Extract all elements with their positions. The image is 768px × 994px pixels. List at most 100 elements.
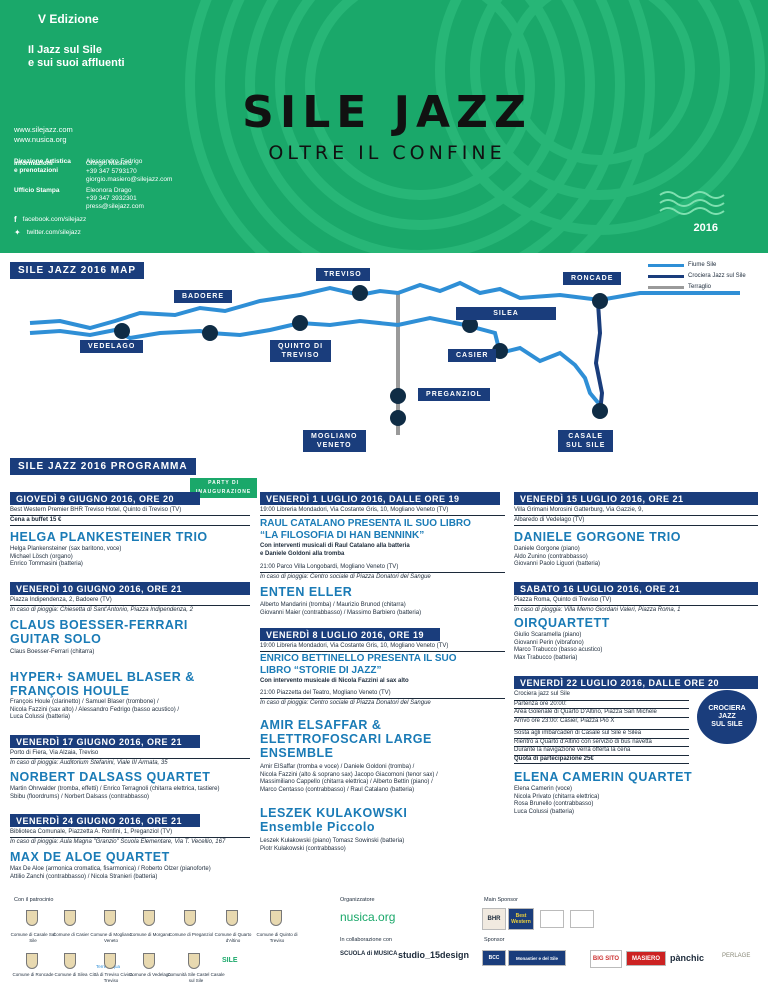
- crest-icon: [184, 910, 196, 926]
- place-casier: CASIER: [448, 349, 497, 362]
- artist: HELGA PLANKESTEINER TRIO: [10, 530, 208, 544]
- venue: 19:00 Libreria Mondadori, Via Costante G…: [260, 643, 449, 649]
- place-treviso: TREVISO: [316, 268, 370, 281]
- lineup: Helga Plankensteiner (sax baritono, voce…: [10, 546, 122, 567]
- artist: MAX DE ALOE QUARTET: [10, 850, 170, 864]
- place-vedelago: VEDELAGO: [80, 340, 144, 353]
- crest-icon: [26, 953, 38, 969]
- sponsor-logo: [570, 910, 594, 928]
- place-silea: SILEA: [456, 307, 556, 320]
- rain-note: In caso di pioggia: Auditorium Stefanini…: [10, 760, 168, 766]
- crest-icon: [143, 910, 155, 926]
- year: 2016: [693, 222, 718, 234]
- date-16-luglio: SABATO 16 LUGLIO 2016, ORE 21: [514, 582, 758, 595]
- date-17-giugno: VENERDÌ 17 GIUGNO 2016, ORE 21: [10, 735, 200, 748]
- venue: Best Western Premier BHR Treviso Hotel, …: [10, 507, 182, 513]
- place-preganziol: PREGANZIOL: [418, 388, 490, 401]
- cruise-info: Crociera jazz sul Sile Partenza ore 20:0…: [514, 691, 689, 764]
- lineup: Martin Ohrwalder (tromba, effetti) / Enr…: [10, 786, 220, 800]
- venue: 21:00 Parco Villa Longobardi, Mogliano V…: [260, 564, 399, 570]
- edition-label: V Edizione: [38, 12, 99, 26]
- venue: Piazza Indipendenza, 2, Badoere (TV): [10, 597, 112, 603]
- artist: ENTEN ELLER: [260, 585, 353, 599]
- rain-note: In caso di pioggia: Villa Memo Giordani …: [514, 607, 681, 613]
- twitter-link[interactable]: ✦twitter.com/silejazz: [14, 228, 81, 237]
- crest-icon: [270, 910, 282, 926]
- crest-icon: [226, 910, 238, 926]
- lineup: Amir ElSaffar (tromba e voce) / Daniele …: [260, 764, 438, 793]
- url-nusica[interactable]: www.nusica.org: [14, 135, 67, 144]
- artist: ELENA CAMERIN QUARTET: [514, 770, 693, 784]
- crest-icon: [188, 953, 200, 969]
- sponsor-logo: [540, 910, 564, 928]
- note: Con intervento musicale di Nicola Fazzin…: [260, 678, 409, 684]
- note: Con interventi musicali di Raul Catalano…: [260, 543, 410, 557]
- artist: HYPER+ SAMUEL BLASER &FRANÇOIS HOULE: [10, 670, 195, 698]
- venue: 21:00 Piazzetta del Teatro, Mogliano Ven…: [260, 690, 391, 696]
- lineup: Giulio Scaramella (piano)Giovanni Perin …: [514, 632, 603, 661]
- map-title: SILE JAZZ 2016 MAP: [10, 262, 145, 279]
- place-roncade: RONCADE: [563, 272, 622, 285]
- date-22-luglio: VENERDÌ 22 LUGLIO 2016, DALLE ORE 20: [514, 676, 758, 689]
- lineup: Max De Aloe (armonica cromatica, fisarmo…: [10, 866, 211, 880]
- book-presentation: RAUL CATALANO PRESENTA IL SUO LIBRO“LA F…: [260, 518, 471, 541]
- date-8-luglio: VENERDÌ 8 LUGLIO 2016, ORE 19: [260, 628, 440, 641]
- rings-graphic: [185, 0, 765, 253]
- nusica-logo[interactable]: nusica.org: [340, 910, 396, 924]
- patrocinio-label: Con il patrocinio: [14, 897, 54, 903]
- lineup: Daniele Gorgone (piano)Aldo Zunino (cont…: [514, 546, 601, 567]
- crest-icon: [104, 953, 116, 969]
- lineup: Leszek Kułakowski (piano) Tomasz Sowinsk…: [260, 838, 405, 852]
- rain-note: In caso di pioggia: Chiesetta di Sant'An…: [10, 607, 193, 613]
- lineup: Claus Boesser-Ferrari (chitarra): [10, 649, 95, 655]
- facebook-icon: f: [14, 215, 17, 224]
- map-legend: Fiume Sile Crociera Jazz sul Sile Terrag…: [648, 262, 746, 295]
- lineup: Elena Camerin (voce)Nicola Privato (chit…: [514, 786, 600, 815]
- crest-icon: [26, 910, 38, 926]
- crest-icon: [64, 953, 76, 969]
- crest-icon: [143, 953, 155, 969]
- legend-fiume: Fiume Sile: [648, 262, 746, 268]
- route-map: [29, 280, 740, 435]
- date-9-giugno: GIOVEDÌ 9 GIUGNO 2016, ORE 20: [10, 492, 200, 505]
- legend-terraglio: Terraglio: [648, 284, 746, 290]
- program-title: SILE JAZZ 2016 PROGRAMMA: [10, 458, 196, 475]
- legend-crociera: Crociera Jazz sul Sile: [648, 273, 746, 279]
- venue: Albaredo di Vedelago (TV): [514, 517, 585, 523]
- url-silejazz[interactable]: www.silejazz.com: [14, 125, 73, 134]
- date-24-giugno: VENERDÌ 24 GIUGNO 2016, ORE 21: [10, 814, 200, 827]
- lineup: François Houle (clarinetto) / Samuel Bla…: [10, 699, 180, 720]
- ufficio-stampa: Ufficio Stampa Eleonora Drago+39 347 393…: [14, 187, 144, 210]
- rain-note: In caso di pioggia: Centro sociale di Pi…: [260, 574, 431, 580]
- artist: OIRQUARTETT: [514, 616, 610, 630]
- twitter-icon: ✦: [14, 228, 21, 237]
- venue: Villa Grimani Morosini Gatterburg, Via G…: [514, 507, 644, 513]
- rain-note: In caso di pioggia: Aula Magna "Granzio"…: [10, 839, 226, 845]
- venue: 19:00 Libreria Mondadori, Via Costante G…: [260, 507, 449, 513]
- artist: DANIELE GORGONE TRIO: [514, 530, 681, 544]
- lineup: Alberto Mandarini (tromba) / Maurizio Br…: [260, 602, 422, 616]
- venue: Porto di Fiera, Via Alzaia, Treviso: [10, 750, 99, 756]
- crest-icon: [64, 910, 76, 926]
- crest-icon: [104, 910, 116, 926]
- date-1-luglio: VENERDÌ 1 LUGLIO 2016, DALLE ORE 19: [260, 492, 500, 505]
- place-badoere: BADOERE: [174, 290, 233, 303]
- festival-logo: SILE JAZZ OLTRE IL CONFINE: [242, 87, 532, 165]
- artist: NORBERT DALSASS QUARTET: [10, 770, 211, 784]
- rain-note: In caso di pioggia: Centro sociale di Pi…: [260, 700, 431, 706]
